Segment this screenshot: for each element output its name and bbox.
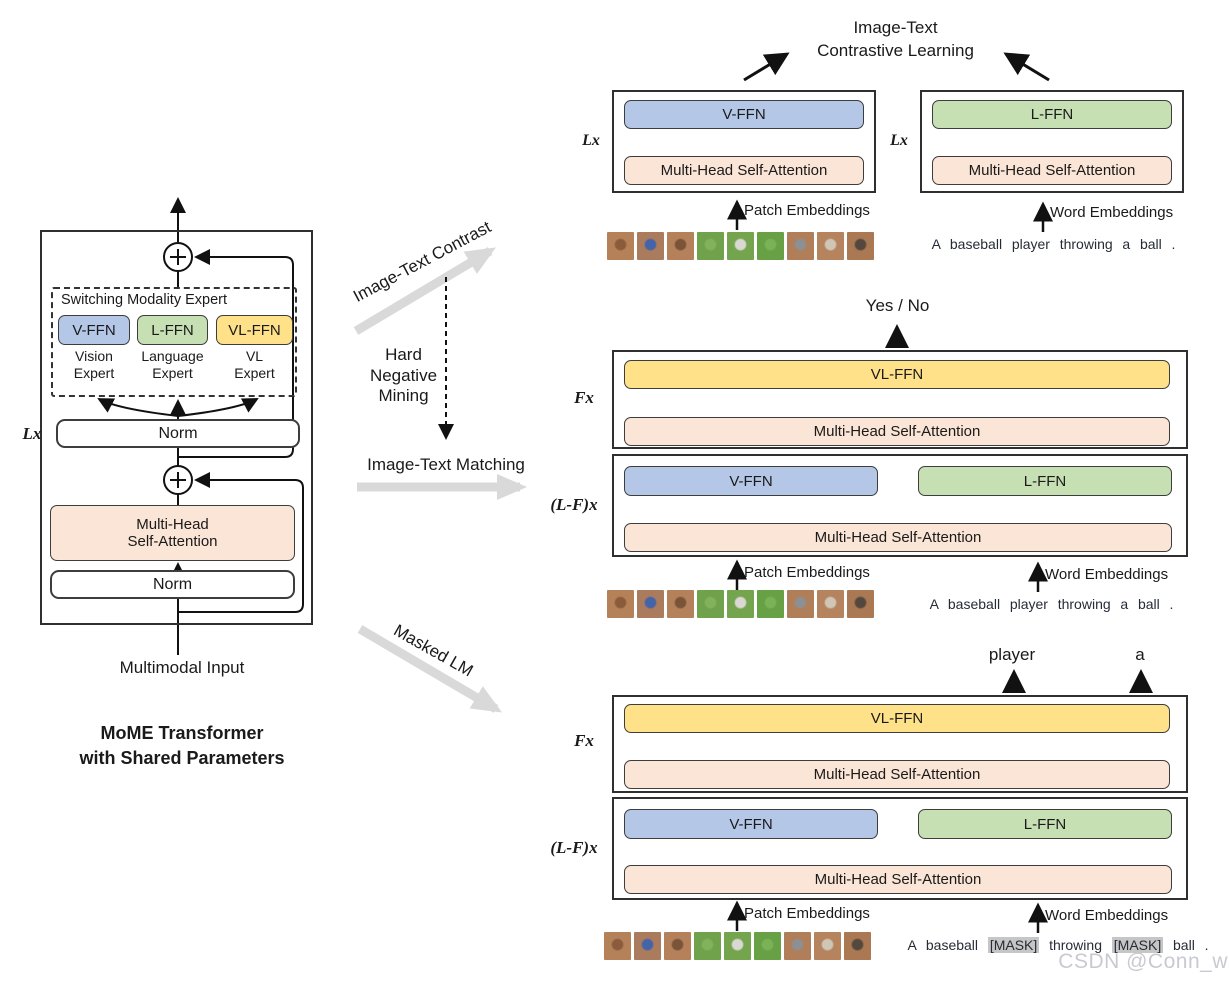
mhsa-box-a-left: Multi-Head Self-Attention	[624, 156, 864, 185]
language-expert-label: Language Expert	[141, 348, 204, 382]
mome-caption: MoME Transformer with Shared Parameters	[79, 723, 285, 768]
image-patch	[607, 590, 634, 618]
caption-sentence-a: A baseball player throwing a ball .	[931, 236, 1176, 252]
v-ffn-box-b: V-FFN	[624, 466, 878, 496]
lx-label-a-right: Lx	[890, 132, 908, 149]
mask-token-2: [MASK]	[1111, 937, 1164, 953]
mhsa-box-c-bottom: Multi-Head Self-Attention	[624, 865, 1172, 894]
gray-task-arrows	[353, 247, 527, 713]
image-patch	[697, 590, 724, 618]
image-patch	[634, 932, 661, 960]
word-embeddings-label-a: Word Embeddings	[1050, 204, 1174, 221]
v-ffn-expert-box: V-FFN	[58, 315, 130, 345]
masked-lm-label: Masked LM	[390, 620, 477, 681]
l-ffn-box-a: L-FFN	[932, 100, 1172, 129]
yes-no-label: Yes / No	[865, 296, 930, 315]
word-embeddings-label-c: Word Embeddings	[1045, 907, 1169, 924]
mhsa-box-c-top: Multi-Head Self-Attention	[624, 760, 1170, 789]
l-ffn-box-c: L-FFN	[918, 809, 1172, 839]
itc-head-arrow-left	[743, 52, 790, 82]
image-patch-strip	[607, 590, 874, 618]
output-word-player: player	[988, 645, 1036, 664]
v-ffn-box-c: V-FFN	[624, 809, 878, 839]
image-patch	[754, 932, 781, 960]
image-patch	[604, 932, 631, 960]
image-patch	[847, 232, 874, 260]
vl-expert-label: VL Expert	[234, 348, 275, 382]
l-ffn-expert-box: L-FFN	[137, 315, 208, 345]
image-patch	[727, 232, 754, 260]
mome-block-outline	[40, 230, 313, 625]
norm-bottom-box: Norm	[50, 570, 295, 599]
image-patch	[757, 232, 784, 260]
masked-sentence-part3: ball .	[1173, 937, 1209, 953]
vl-ffn-box-b: VL-FFN	[624, 360, 1170, 389]
image-text-contrast-label: Image-Text Contrast	[350, 217, 495, 306]
image-patch	[817, 232, 844, 260]
vl-ffn-box-c: VL-FFN	[624, 704, 1170, 733]
patch-embeddings-label-a: Patch Embeddings	[744, 202, 870, 219]
lf-x-label-b: (L-F)x	[550, 495, 598, 514]
csdn-watermark: CSDN @Conn_w	[1058, 950, 1228, 973]
image-patch	[667, 590, 694, 618]
mhsa-box-b-top: Multi-Head Self-Attention	[624, 417, 1170, 446]
mhsa-box-a-right: Multi-Head Self-Attention	[932, 156, 1172, 185]
norm-top-box: Norm	[56, 419, 300, 448]
image-patch-strip	[607, 232, 874, 260]
caption-sentence-b: A baseball player throwing a ball .	[929, 596, 1174, 612]
contrastive-learning-title: Image-Text Contrastive Learning	[817, 18, 974, 60]
image-patch	[787, 232, 814, 260]
vl-ffn-expert-box: VL-FFN	[216, 315, 293, 345]
image-patch	[694, 932, 721, 960]
patch-embeddings-label-b: Patch Embeddings	[744, 564, 870, 581]
switching-modality-expert-box	[51, 287, 297, 397]
word-embeddings-label-b: Word Embeddings	[1045, 566, 1169, 583]
image-patch	[664, 932, 691, 960]
fx-label-c: Fx	[574, 731, 594, 750]
image-patch-strip	[604, 932, 871, 960]
lf-x-label-c: (L-F)x	[550, 838, 598, 857]
output-word-a: a	[1135, 645, 1145, 664]
masked-caption-sentence: A baseball [MASK] throwing [MASK] ball .	[888, 937, 1228, 953]
image-patch	[637, 590, 664, 618]
itc-head-arrow-right	[1003, 52, 1050, 82]
image-patch	[844, 932, 871, 960]
l-ffn-box-b: L-FFN	[918, 466, 1172, 496]
image-patch	[727, 590, 754, 618]
multimodal-input-label: Multimodal Input	[119, 658, 245, 677]
image-patch	[817, 590, 844, 618]
hard-negative-mining-label: Hard Negative Mining	[369, 345, 438, 406]
v-ffn-box-a: V-FFN	[624, 100, 864, 129]
switching-modality-expert-title: Switching Modality Expert	[61, 292, 228, 308]
masked-sentence-part2: throwing	[1049, 937, 1102, 953]
image-text-matching-label: Image-Text Matching	[367, 455, 525, 474]
mhsa-box-b-bottom: Multi-Head Self-Attention	[624, 523, 1172, 552]
multi-head-self-attention-box: Multi-Head Self-Attention	[50, 505, 295, 561]
masked-sentence-part1: A baseball	[907, 937, 979, 953]
image-patch	[724, 932, 751, 960]
image-patch	[757, 590, 784, 618]
image-patch	[787, 590, 814, 618]
image-patch	[637, 232, 664, 260]
image-patch	[607, 232, 634, 260]
image-patch	[814, 932, 841, 960]
image-patch	[667, 232, 694, 260]
layers-lx-label: Lx	[22, 424, 42, 443]
mask-token-1: [MASK]	[987, 937, 1040, 953]
image-patch	[847, 590, 874, 618]
vision-expert-label: Vision Expert	[73, 348, 115, 382]
fx-label-b: Fx	[574, 388, 594, 407]
image-patch	[784, 932, 811, 960]
lx-label-a-left: Lx	[582, 132, 600, 149]
patch-embeddings-label-c: Patch Embeddings	[744, 905, 870, 922]
image-patch	[697, 232, 724, 260]
